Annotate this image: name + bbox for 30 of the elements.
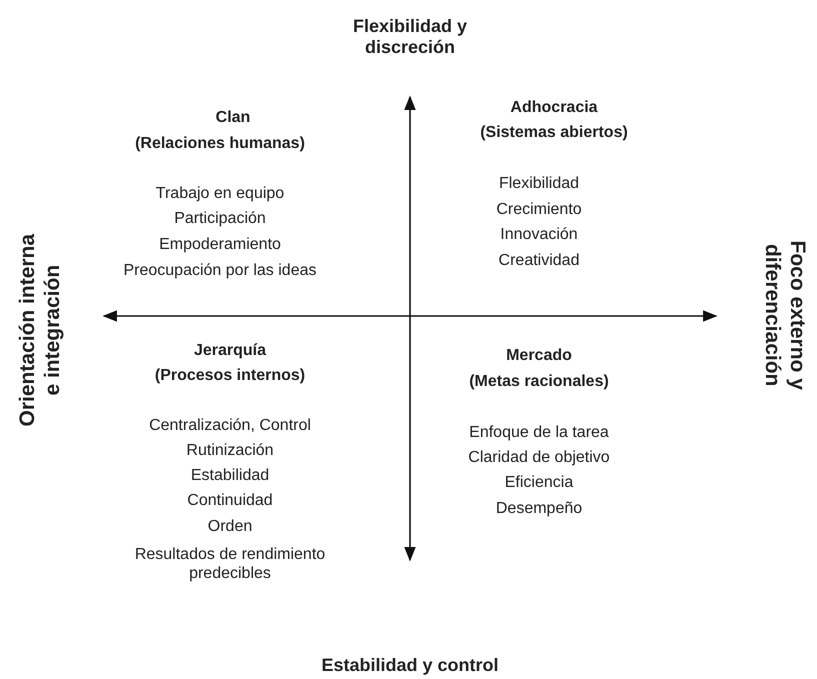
quadrant-subtitle: (Relaciones humanas) (134, 134, 306, 153)
list-item: Enfoque de la tarea (468, 422, 610, 442)
quadrant-title: Clan (214, 108, 252, 127)
axis-label: Estabilidad y control (320, 655, 500, 677)
list-item: Trabajo en equipo (154, 184, 286, 203)
quadrant-title: Adhocracia (509, 98, 599, 117)
list-item: Rutinización (185, 440, 275, 460)
list-item: Continuidad (186, 490, 274, 510)
list-item: Innovación (499, 224, 579, 244)
list-item: Participación (173, 208, 267, 228)
list-item: Preocupación por las ideas (122, 260, 318, 280)
quadrant-title: Mercado (505, 346, 573, 365)
list-item: Centralización, Control (148, 416, 312, 435)
list-item: Empoderamiento (158, 234, 282, 254)
list-item: Resultados de rendimiento predecibles (134, 545, 326, 584)
axis-label: Foco externo y diferenciación (760, 240, 810, 392)
quadrant-title: Jerarquía (192, 340, 268, 360)
axis-label: Flexibilidad y discreción (352, 16, 468, 59)
list-item: Estabilidad (190, 466, 270, 485)
list-item: Eficiencia (504, 472, 574, 492)
list-item: Crecimiento (495, 200, 583, 219)
list-item: Claridad de objetivo (467, 448, 611, 467)
quadrant-subtitle: (Sistemas abiertos) (479, 122, 629, 142)
quadrant-subtitle: (Procesos internos) (154, 366, 306, 385)
quadrant-subtitle: (Metas racionales) (468, 372, 610, 391)
list-item: Orden (206, 516, 254, 536)
list-item: Creatividad (498, 250, 580, 270)
axis-label: Orientación interna e integración (14, 232, 65, 428)
list-item: Desempeño (494, 498, 584, 518)
list-item: Flexibilidad (498, 174, 580, 193)
